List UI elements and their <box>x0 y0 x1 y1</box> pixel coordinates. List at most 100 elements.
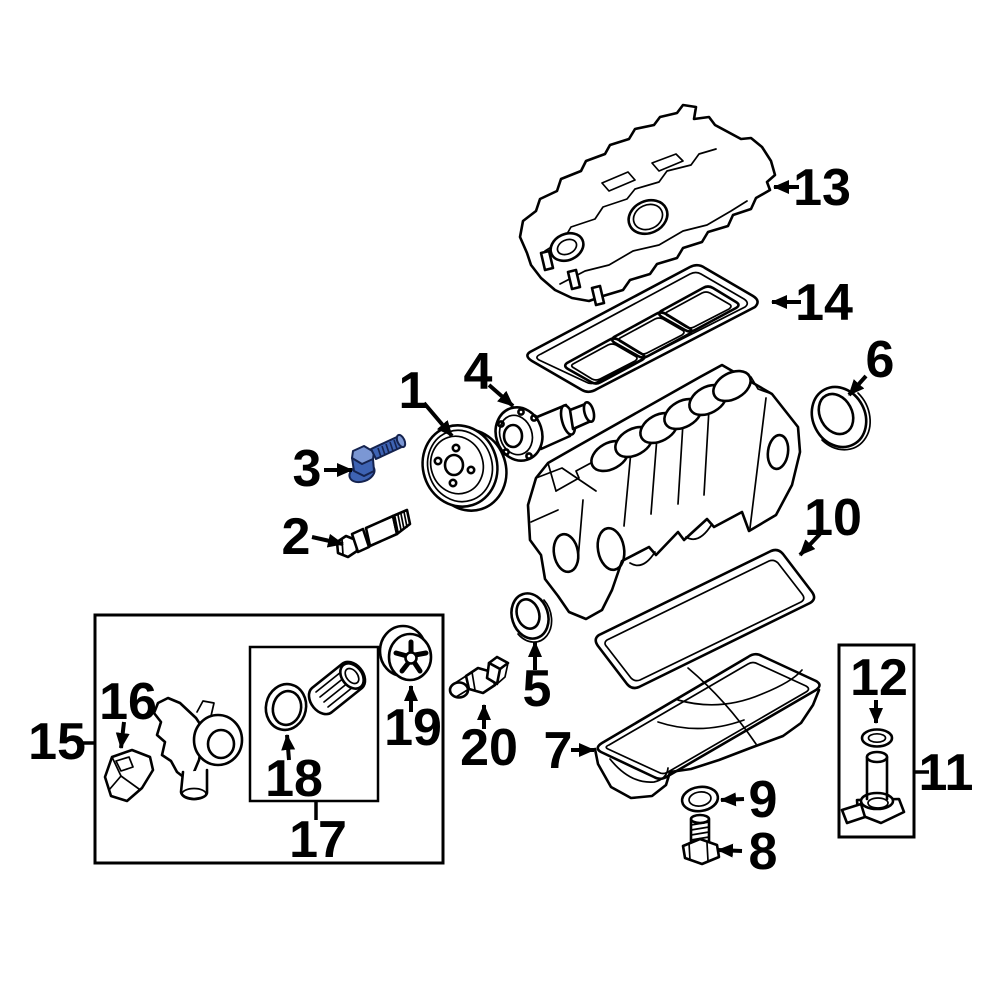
pan-rim-inner <box>605 661 810 775</box>
bearing-arch <box>629 551 656 567</box>
callout-18: 18 <box>265 734 323 808</box>
bolt-thread <box>381 445 386 456</box>
pan-rim-outer <box>596 652 821 781</box>
engine-block <box>526 363 802 621</box>
gasket-outer <box>526 263 759 394</box>
callout-label-2: 2 <box>282 508 311 566</box>
oil-filter-housing-box <box>93 613 445 865</box>
housing-gasket-16-fold <box>108 756 140 791</box>
hub-bolt-hole <box>502 448 510 456</box>
oil-pan-gasket <box>594 548 816 690</box>
callout-7: 7 <box>544 722 595 780</box>
pan-floor-line <box>657 719 745 730</box>
seal5-thickness <box>517 599 553 643</box>
callout-9: 9 <box>720 771 778 829</box>
gasket-window-inner <box>617 317 685 355</box>
filter-housing-stub <box>179 768 209 801</box>
seal9-outer <box>680 785 720 813</box>
filter-housing-top-stub <box>196 700 215 717</box>
valve-cover <box>518 103 777 307</box>
callout-arrow-2 <box>311 533 344 548</box>
pan-floor-line <box>677 669 803 706</box>
bolt2-thread <box>397 514 402 531</box>
oil-drain-plug <box>681 813 721 866</box>
bolt-thread <box>385 443 390 454</box>
callout-arrow-4 <box>487 383 515 408</box>
seal5-outer <box>510 592 550 640</box>
callout-label-18: 18 <box>265 750 323 808</box>
callout-arrow-10 <box>798 532 822 557</box>
gasket-window <box>610 311 693 359</box>
sensor-o-ring-inner <box>867 732 887 744</box>
filter-element-rib <box>315 667 359 708</box>
gasket-window-inner <box>570 343 638 381</box>
switch-hex-facet <box>471 671 476 691</box>
block-top-edge <box>547 462 557 492</box>
gasket-window <box>563 337 646 385</box>
callout-16: 16 <box>99 673 157 749</box>
callout-label-10: 10 <box>804 489 862 547</box>
callout-arrow-6 <box>847 374 868 397</box>
callout-label-9: 9 <box>749 771 778 829</box>
sensor-collar-inner <box>867 797 889 809</box>
bolt2-thread <box>400 513 405 530</box>
sensor-kit-frame <box>837 643 916 839</box>
crankshaft-pulley <box>421 424 508 512</box>
pulley-hub-bore <box>443 453 465 477</box>
callouts: 1 2 3 4 5 6 7 8 <box>28 159 973 881</box>
callout-label-7: 7 <box>544 722 573 780</box>
plug-thread-top <box>689 813 711 825</box>
block-rib <box>677 422 684 505</box>
sensor-o-ring <box>860 728 894 748</box>
bolt-thread <box>393 439 398 450</box>
pan-gasket-outer <box>594 548 816 690</box>
callout-arrow-1 <box>422 401 454 438</box>
callout-3: 3 <box>293 440 353 498</box>
callout-label-13: 13 <box>793 159 851 217</box>
gasket-inner <box>536 271 749 385</box>
pulley-bolt-hole <box>433 456 443 466</box>
pulley-face <box>429 435 485 495</box>
callout-15: 15 <box>28 713 94 771</box>
bearing-arch <box>685 523 713 541</box>
callout-13: 13 <box>773 159 851 217</box>
block-rib <box>703 408 710 496</box>
gasket-window <box>657 285 740 333</box>
oil-pressure-switch <box>448 655 510 699</box>
valve-cover-window <box>601 171 636 192</box>
filter-housing-ring-inner <box>206 728 236 760</box>
pan-sump-line <box>609 758 669 783</box>
callout-6: 6 <box>847 331 895 397</box>
callout-arrow-16 <box>115 721 130 749</box>
oil-filler-cap <box>549 231 585 263</box>
callout-label-16: 16 <box>99 673 157 731</box>
pan-gasket-inner <box>604 559 805 682</box>
seal-outer <box>810 385 868 449</box>
filter-housing-stub-end <box>181 787 207 801</box>
bolt-thread <box>389 441 394 452</box>
bolt2-thread <box>403 511 408 528</box>
oil-filler-cap-inner <box>556 238 578 256</box>
bolt2-hex-facet <box>341 538 344 556</box>
seal9-inner <box>688 791 712 807</box>
cover-stud <box>539 249 555 272</box>
valve-cover-gasket <box>526 263 759 394</box>
oil-pan <box>593 652 821 800</box>
callout-1: 1 <box>399 362 454 438</box>
crankshaft-seal-rear <box>810 385 871 451</box>
block-rib <box>623 450 632 527</box>
filter-element-end-inner <box>344 667 360 685</box>
pulley-bolt-hole <box>451 443 461 453</box>
hub-bolt-hole <box>517 408 525 416</box>
bolt-tip <box>395 433 407 449</box>
timing-cover-port <box>552 532 580 574</box>
filter-o-ring-18-inner <box>271 689 303 727</box>
hub-bolt-hole <box>530 414 538 422</box>
timing-cover-ridge <box>535 467 597 492</box>
callout-2: 2 <box>282 508 344 566</box>
seal-thickness <box>821 392 871 451</box>
callout-label-6: 6 <box>866 331 895 389</box>
callout-label-14: 14 <box>795 274 853 332</box>
callout-20: 20 <box>460 704 518 777</box>
hub-bolt-hole <box>525 452 533 460</box>
